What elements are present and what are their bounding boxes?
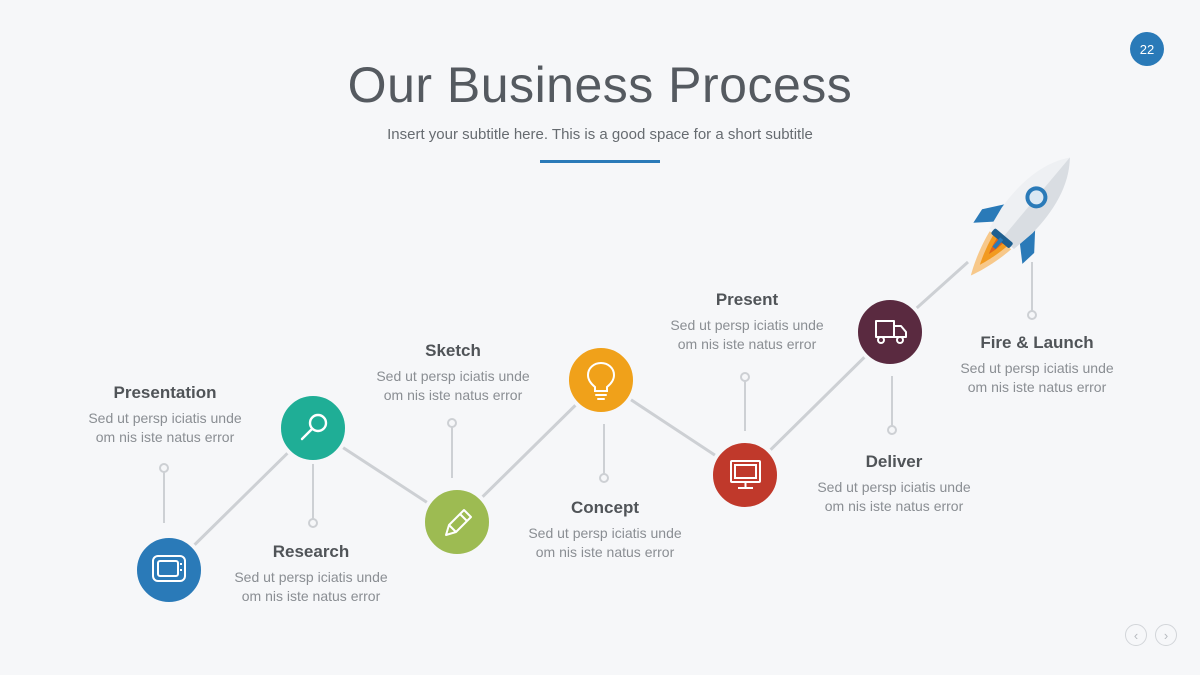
step-node-concept (565, 344, 637, 416)
step-node-present (709, 439, 781, 511)
step-label-research: Research Sed ut persp iciatis unde om ni… (216, 542, 406, 606)
slide-subtitle: Insert your subtitle here. This is a goo… (387, 126, 813, 143)
step-desc-line1: Sed ut persp iciatis unde (376, 368, 530, 384)
truck-icon (875, 320, 907, 344)
step-desc-line2: om nis iste natus error (95, 429, 235, 445)
step-label-concept: Concept Sed ut persp iciatis unde om nis… (510, 498, 700, 562)
title-underline (540, 160, 660, 163)
page-number-badge: 22 (1130, 32, 1164, 66)
step-node-research (277, 392, 349, 464)
step-desc-line1: Sed ut persp iciatis unde (817, 479, 971, 495)
prev-slide-button[interactable]: ‹ (1125, 624, 1147, 646)
step-node-sketch (421, 486, 493, 558)
step-desc-line2: om nis iste natus error (824, 498, 964, 514)
step-desc-line1: Sed ut persp iciatis unde (88, 410, 242, 426)
step-title: Present (715, 290, 779, 309)
step-label-sketch: Sketch Sed ut persp iciatis unde om nis … (358, 341, 548, 405)
step-desc-line2: om nis iste natus error (383, 387, 523, 403)
slide-title: Our Business Process (347, 57, 853, 113)
step-desc-line2: om nis iste natus error (967, 379, 1107, 395)
step-title: Deliver (865, 452, 923, 471)
lightbulb-icon (586, 361, 616, 400)
step-node-presentation (133, 534, 205, 606)
step-title: Fire & Launch (980, 333, 1094, 352)
leader-lines (159, 262, 1037, 528)
step-desc-line1: Sed ut persp iciatis unde (670, 317, 824, 333)
step-label-presentation: Presentation Sed ut persp iciatis unde o… (70, 383, 260, 447)
screen-icon (730, 460, 761, 489)
step-desc-line1: Sed ut persp iciatis unde (234, 569, 388, 585)
step-label-deliver: Deliver Sed ut persp iciatis unde om nis… (799, 452, 989, 516)
next-slide-button[interactable]: › (1155, 624, 1177, 646)
monitor-icon (152, 555, 186, 582)
step-desc-line2: om nis iste natus error (241, 588, 381, 604)
pencil-icon (445, 509, 472, 536)
step-title: Sketch (425, 341, 481, 360)
step-node-deliver (854, 296, 926, 368)
step-label-present: Present Sed ut persp iciatis unde om nis… (652, 290, 842, 354)
step-title: Research (272, 542, 350, 561)
rocket-icon (970, 157, 1070, 276)
step-desc-line2: om nis iste natus error (535, 544, 675, 560)
step-desc-line1: Sed ut persp iciatis unde (528, 525, 682, 541)
step-title: Presentation (113, 383, 217, 402)
step-title: Concept (571, 498, 639, 517)
step-desc-line2: om nis iste natus error (677, 336, 817, 352)
step-label-fire-launch: Fire & Launch Sed ut persp iciatis unde … (942, 333, 1132, 397)
magnifier-icon (300, 413, 328, 441)
step-desc-line1: Sed ut persp iciatis unde (960, 360, 1114, 376)
